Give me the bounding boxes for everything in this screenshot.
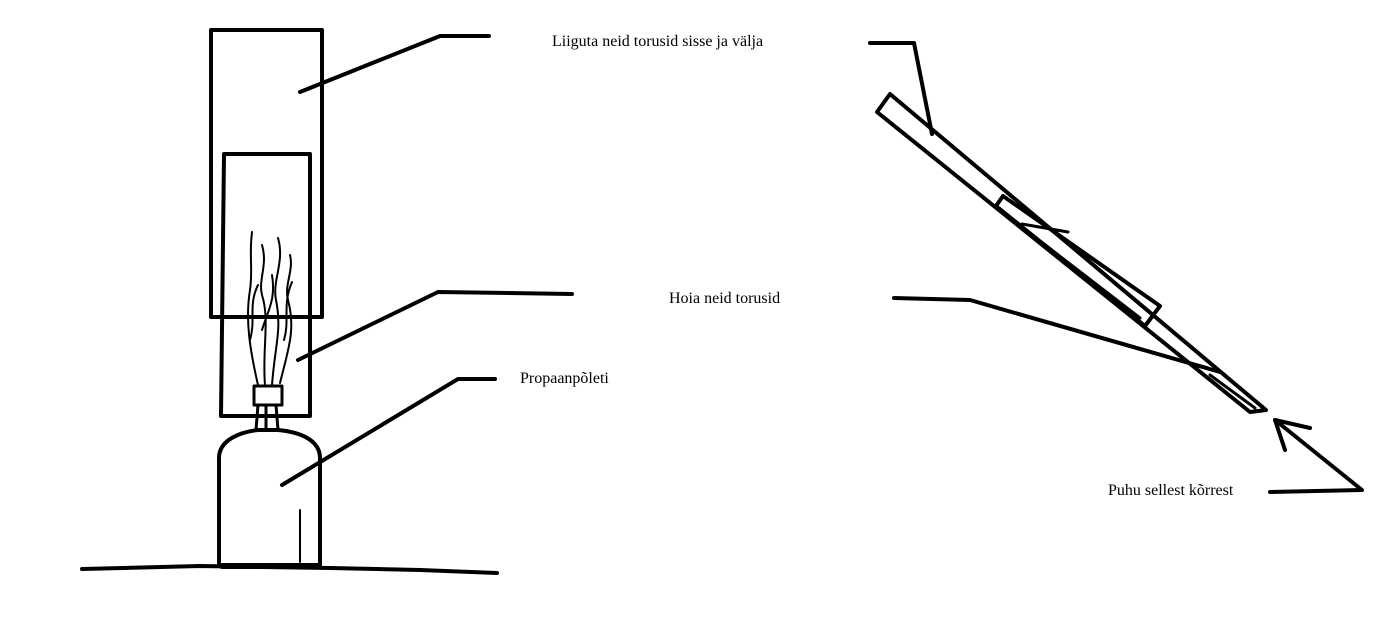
leader-move-tubes-right [868,41,934,136]
inner-tube [219,152,312,418]
blowpipe-inner-tube [994,194,1257,410]
outer-tube [209,28,324,319]
flame [247,231,293,386]
label-propane-burner: Propaanpõleti [520,370,609,387]
leader-hold-tubes-right [892,296,1222,374]
arrow-blow-straw [1268,418,1364,494]
burner-nozzle [252,384,284,432]
ground-line [80,564,499,575]
label-move-tubes: Liiguta neid torusid sisse ja välja [552,33,764,50]
leader-hold-tubes-left [296,290,574,362]
label-blow-straw: Puhu sellest kõrrest [1108,482,1234,499]
propane-canister [217,428,322,569]
label-hold-tubes: Hoia neid torusid [669,290,781,307]
blowpipe-outer-tube [875,92,1268,414]
leader-propane-burner [280,377,497,487]
leader-move-tubes-left [298,34,491,94]
